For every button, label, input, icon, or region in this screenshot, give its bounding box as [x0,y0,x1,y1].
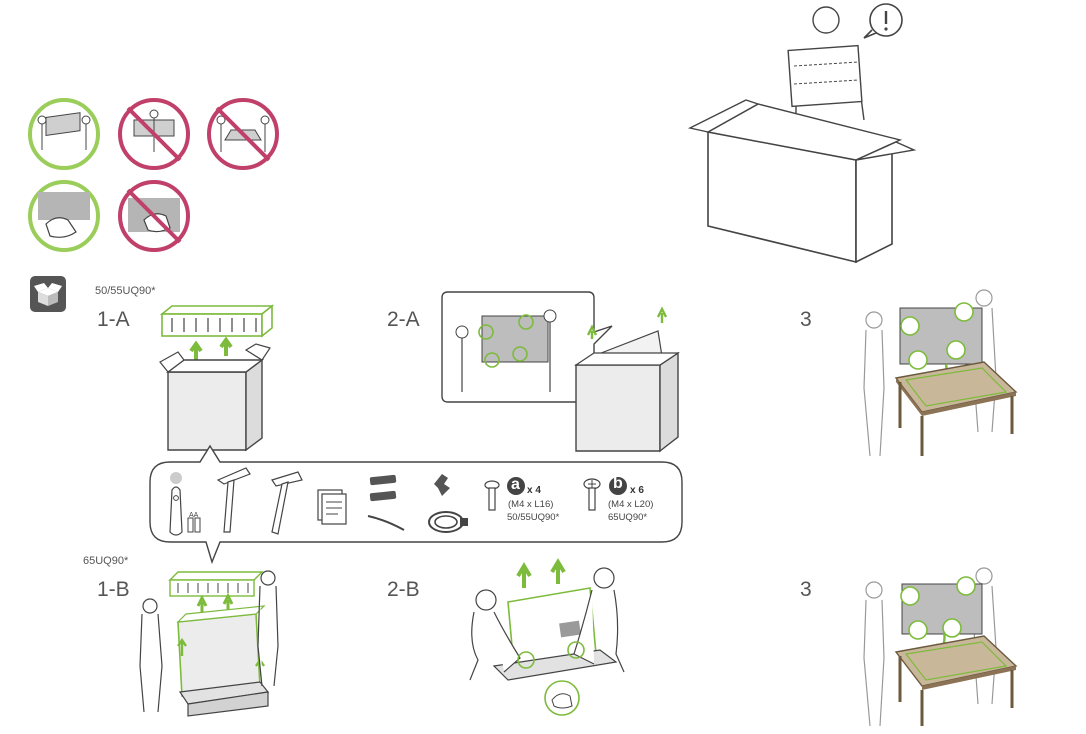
wall-bracket-icon [434,474,450,496]
screw-a-letter: a [511,476,520,493]
warning-icon-carry-upright-ok [28,98,100,170]
step-3-bottom-illustration [863,567,1018,727]
model-label-upper: 50/55UQ90* [95,285,156,297]
warning-icon-touch-screen-prohibited [118,180,190,252]
step-label-3-top: 3 [800,308,812,331]
screw-b-qty: x 6 [630,485,644,496]
remote-control-icon [169,472,201,536]
screw-a-icon [484,480,500,511]
screw-a-qty: x 4 [527,485,541,496]
step-2a-box [574,306,680,453]
screw-b-model: 65UQ90* [608,512,648,523]
warning-icon-carry-flat-front-prohibited [118,98,190,170]
screw-a-badge [507,477,525,495]
exclamation-icon [863,3,903,39]
screw-b-icon [583,478,601,511]
step-label-1b: 1-B [97,578,130,601]
stand-leg-left-icon [216,467,251,533]
power-cord-icon [428,511,468,533]
step-label-3-bottom: 3 [800,578,812,601]
cable-holder-icon [369,474,397,502]
step-1b-illustration [139,570,279,717]
screw-b-size: (M4 x L20) [608,499,654,510]
step-3-top-illustration [863,289,1018,457]
step-2b-illustration [469,558,625,716]
unbox-icon [30,276,66,312]
parts-callout-frame [149,444,683,565]
step-label-1a: 1-A [97,308,130,331]
step-2a-callout [441,291,613,403]
warning-icon-hold-edge-ok [28,180,100,252]
screw-b-letter: b [613,475,623,492]
warning-icon-carry-flat-prohibited [207,98,279,170]
model-label-lower: 65UQ90* [83,555,129,567]
screw-a-size: (M4 x L16) [508,499,554,510]
manual-icon [317,489,347,525]
cable-tie-icon [367,515,405,531]
step-label-2a: 2-A [387,308,420,331]
battery-label: AA [189,512,199,519]
stand-leg-right-icon [271,471,303,535]
person-reading-illustration [687,3,917,264]
screw-b-badge [609,477,627,495]
step-1a-illustration [159,304,275,452]
screw-a-model: 50/55UQ90* [507,512,560,523]
step-label-2b: 2-B [387,578,420,601]
